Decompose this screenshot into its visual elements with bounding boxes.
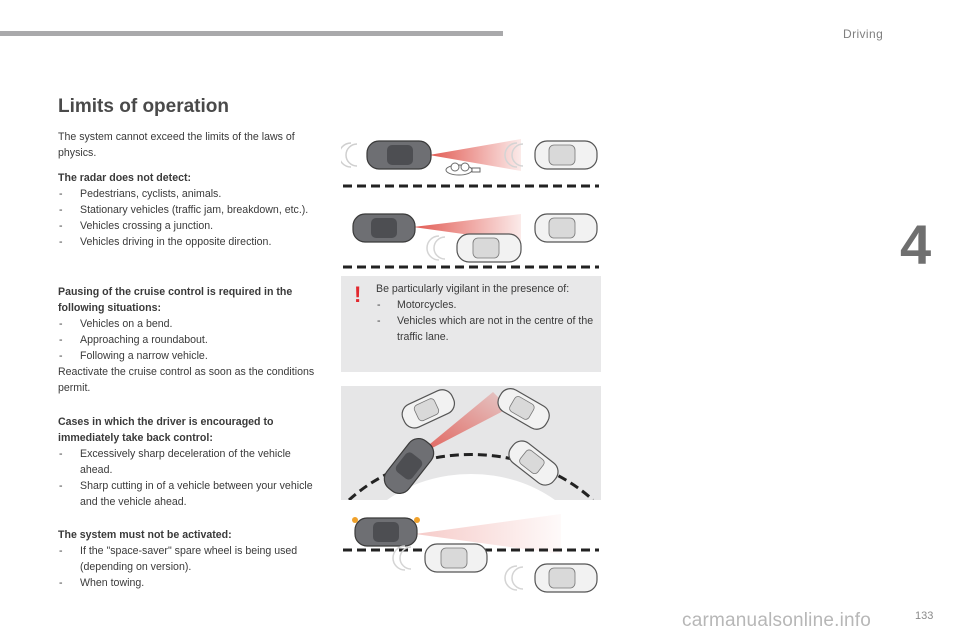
intro-text: The system cannot exceed the limits of t…	[58, 131, 295, 159]
section-label: Driving	[843, 27, 884, 41]
list-item: Vehicles crossing a junction.	[58, 218, 323, 234]
list-item: If the "space-saver" spare wheel is bein…	[58, 543, 323, 575]
radar-section: The radar does not detect: Pedestrians, …	[58, 170, 323, 250]
pausing-section: Pausing of the cruise control is require…	[58, 284, 323, 396]
car-ahead-icon	[508, 440, 559, 486]
chapter-number: 4	[900, 213, 932, 276]
car-ahead-icon	[401, 389, 456, 429]
radar-beam	[415, 514, 561, 554]
car-ahead-icon	[504, 563, 598, 593]
list-item: Stationary vehicles (traffic jam, breakd…	[58, 202, 323, 218]
list-item: Following a narrow vehicle.	[58, 348, 323, 364]
list-item: Sharp cutting in of a vehicle between yo…	[58, 478, 323, 510]
motorcycle-icon	[445, 162, 481, 176]
car-icon	[352, 213, 416, 243]
intro-block: The system cannot exceed the limits of t…	[58, 129, 323, 161]
warning-intro: Be particularly vigilant in the presence…	[376, 283, 570, 295]
car-icon	[383, 437, 435, 495]
motorcycle-illustration	[341, 139, 599, 188]
warning-text: Be particularly vigilant in the presence…	[376, 281, 598, 345]
list-item: Pedestrians, cyclists, animals.	[58, 186, 323, 202]
list-item: Approaching a roundabout.	[58, 332, 323, 348]
pausing-list: Vehicles on a bend. Approaching a rounda…	[58, 316, 323, 364]
lane-marking	[347, 452, 595, 500]
list-item: Excessively sharp deceleration of the ve…	[58, 446, 323, 478]
car-ahead-icon	[504, 140, 598, 170]
bend-illustration	[341, 386, 601, 500]
cutting-car-icon	[392, 543, 488, 573]
page-title: Limits of operation	[58, 96, 229, 117]
page-number: 133	[915, 610, 934, 622]
list-item: When towing.	[58, 575, 323, 591]
radar-list: Pedestrians, cyclists, animals. Stationa…	[58, 186, 323, 250]
radar-heading: The radar does not detect:	[58, 172, 192, 184]
exclamation-icon: !	[354, 282, 362, 307]
car-ahead-icon	[534, 213, 598, 243]
watermark: carmanualsonline.info	[682, 610, 872, 631]
radar-beam	[429, 139, 521, 171]
warning-list: Motorcycles. Vehicles which are not in t…	[376, 297, 598, 345]
must-not-heading: The system must not be activated:	[58, 529, 232, 541]
car-icon	[352, 517, 420, 547]
cut-in-illustration	[343, 514, 599, 593]
header-bar	[0, 31, 503, 36]
pausing-heading: Pausing of the cruise control is require…	[58, 286, 293, 314]
offset-car-icon	[426, 233, 522, 263]
warning-box: ! Be particularly vigilant in the presen…	[341, 276, 601, 372]
list-item: Vehicles which are not in the centre of …	[376, 313, 598, 345]
list-item: Vehicles on a bend.	[58, 316, 323, 332]
pausing-footer: Reactivate the cruise control as soon as…	[58, 366, 315, 394]
must-not-section: The system must not be activated: If the…	[58, 527, 323, 591]
cases-heading: Cases in which the driver is encouraged …	[58, 416, 274, 444]
list-item: Motorcycles.	[376, 297, 598, 313]
roundabout-island	[387, 473, 555, 500]
car-icon	[341, 140, 432, 170]
cases-list: Excessively sharp deceleration of the ve…	[58, 446, 323, 510]
radar-beam	[413, 392, 509, 458]
car-ahead-icon	[497, 388, 550, 430]
must-not-list: If the "space-saver" spare wheel is bein…	[58, 543, 323, 591]
cases-section: Cases in which the driver is encouraged …	[58, 414, 323, 510]
list-item: Vehicles driving in the opposite directi…	[58, 234, 323, 250]
offset-vehicle-illustration	[343, 213, 599, 269]
